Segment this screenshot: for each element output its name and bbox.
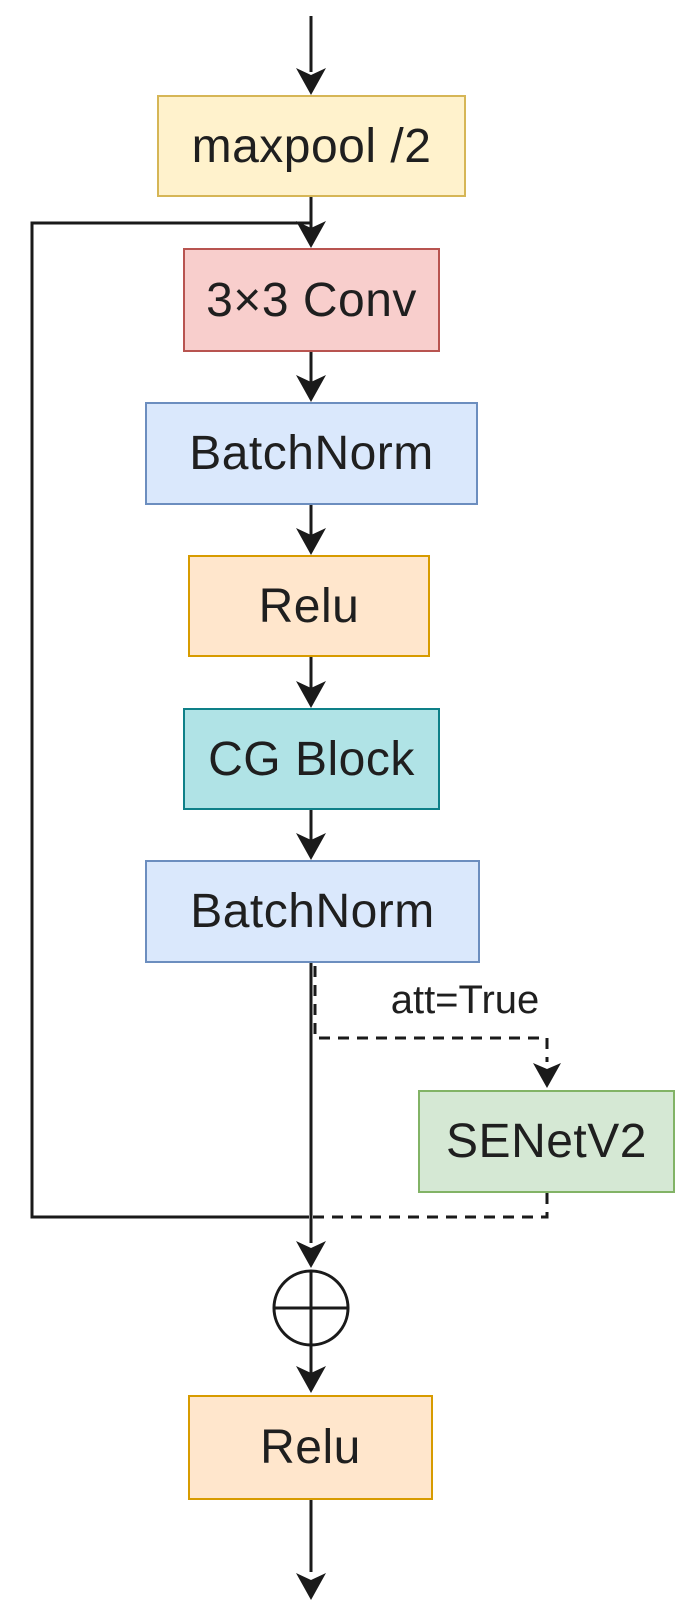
node-relu-1: Relu xyxy=(188,555,430,657)
attention-branch-return-line xyxy=(313,1193,549,1219)
node-maxpool-label: maxpool /2 xyxy=(191,119,432,173)
node-relu-2-label: Relu xyxy=(260,1421,361,1474)
skip-connection-line xyxy=(30,221,311,1219)
arrowhead-icon xyxy=(296,375,326,402)
arrowhead-icon xyxy=(296,1366,326,1393)
arrowhead-icon xyxy=(296,833,326,860)
arrowhead-icon xyxy=(296,68,326,95)
arrowhead-icon xyxy=(296,681,326,708)
arrowhead-icon xyxy=(296,528,326,555)
add-icon xyxy=(272,1269,350,1347)
arrowhead-icon xyxy=(533,1063,561,1088)
node-relu-2: Relu xyxy=(188,1395,433,1500)
node-maxpool: maxpool /2 xyxy=(157,95,466,197)
node-relu-1-label: Relu xyxy=(258,579,360,633)
node-batchnorm-2-label: BatchNorm xyxy=(190,885,435,938)
arrowhead-icon xyxy=(296,1573,326,1600)
node-conv3x3-label: 3×3 Conv xyxy=(206,273,417,327)
node-batchnorm-2: BatchNorm xyxy=(145,860,480,963)
node-conv3x3: 3×3 Conv xyxy=(183,248,440,352)
node-senetv2: SENetV2 xyxy=(418,1090,675,1193)
node-senetv2-label: SENetV2 xyxy=(446,1115,647,1168)
arrowhead-icon xyxy=(296,1241,326,1268)
arrowhead-icon xyxy=(296,221,326,248)
attention-condition-label: att=True xyxy=(390,978,540,1022)
node-batchnorm-1-label: BatchNorm xyxy=(189,427,434,480)
node-cg-block: CG Block xyxy=(183,708,440,810)
node-cg-block-label: CG Block xyxy=(208,732,415,786)
node-batchnorm-1: BatchNorm xyxy=(145,402,478,505)
